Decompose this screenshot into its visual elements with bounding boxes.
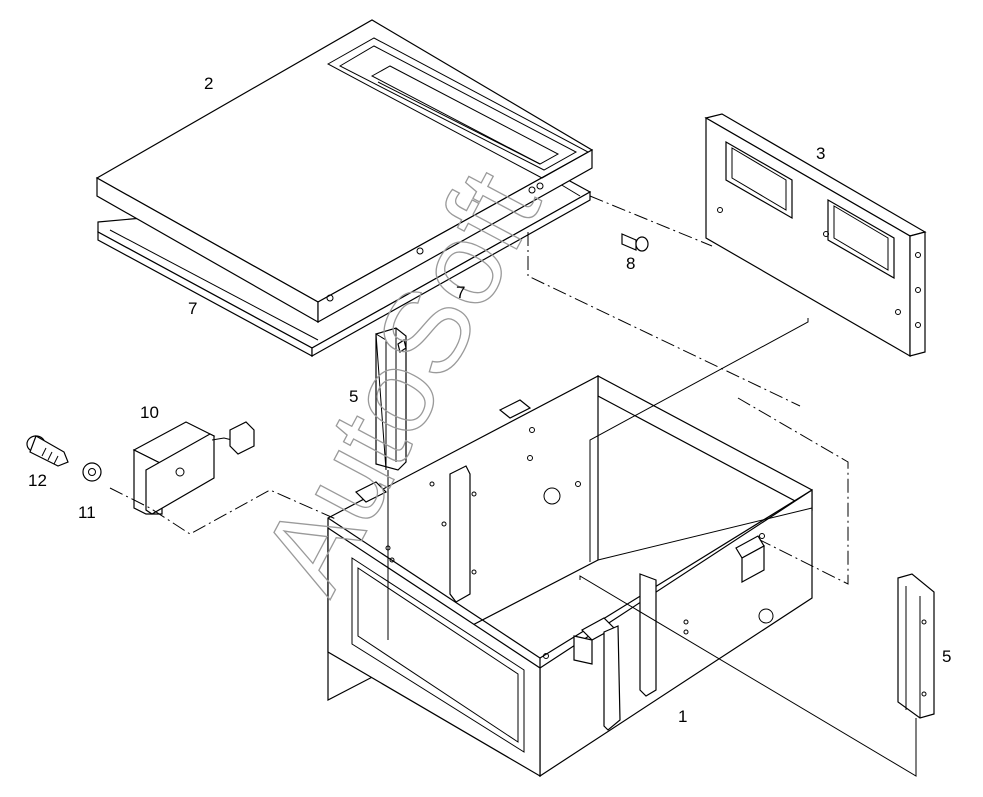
part-rail-upper bbox=[375, 327, 407, 471]
callout-1: 1 bbox=[678, 707, 687, 726]
part-washer bbox=[82, 462, 102, 482]
callout-11: 11 bbox=[78, 503, 96, 522]
callout-5-upper: 5 bbox=[349, 387, 358, 406]
callout-12: 12 bbox=[28, 471, 47, 490]
part-front-panel bbox=[704, 113, 927, 358]
callout-7-left: 7 bbox=[188, 299, 197, 318]
callout-3: 3 bbox=[816, 144, 825, 163]
part-bolt bbox=[26, 435, 69, 467]
callout-5-lower: 5 bbox=[942, 647, 951, 666]
callout-7-right: 7 bbox=[456, 283, 465, 302]
callout-8: 8 bbox=[626, 254, 635, 273]
assembly-lines bbox=[109, 195, 917, 777]
callout-10: 10 bbox=[140, 403, 159, 422]
part-rail-lower bbox=[897, 573, 935, 719]
part-lid bbox=[95, 19, 594, 324]
callout-2: 2 bbox=[204, 74, 213, 93]
part-screw-small bbox=[621, 233, 649, 252]
part-module bbox=[132, 421, 255, 515]
